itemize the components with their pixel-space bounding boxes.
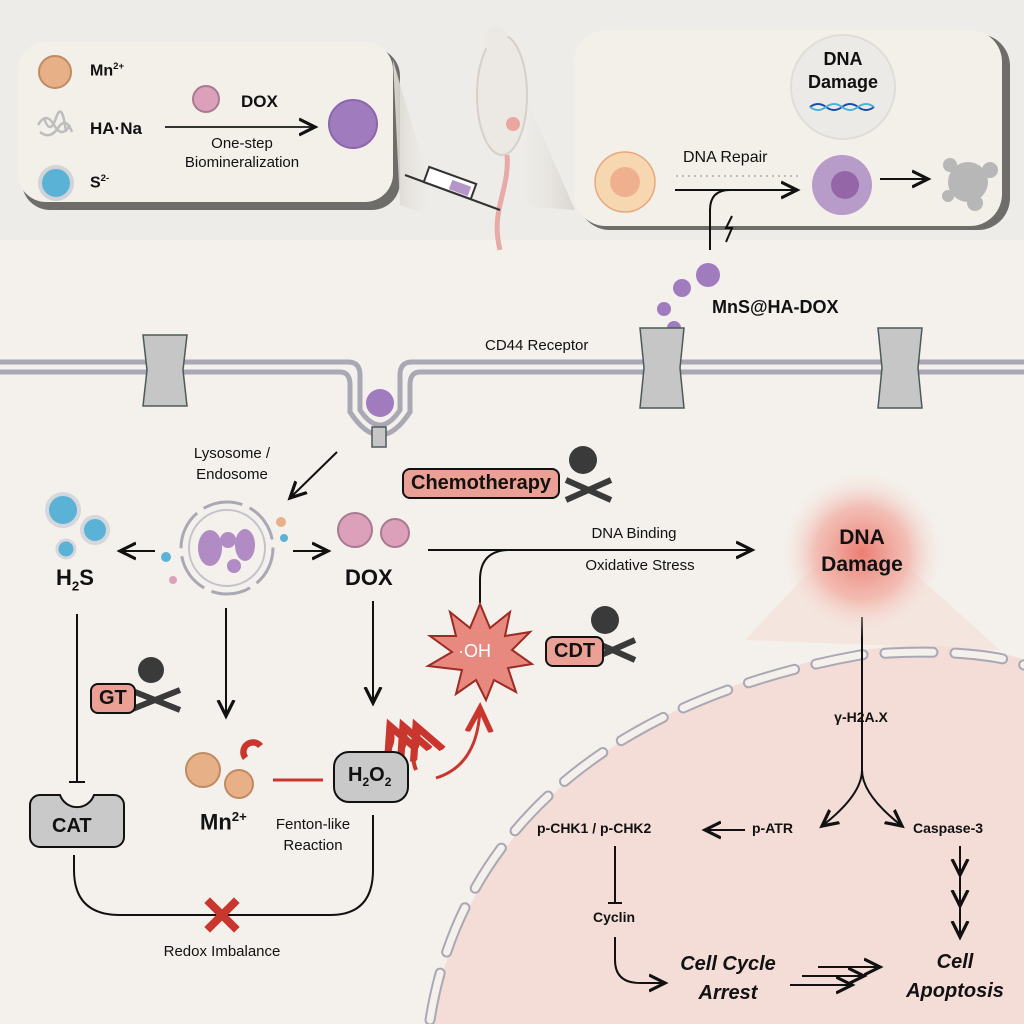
bubble-dna: DNA <box>823 49 863 69</box>
fenton-label-1: Fenton-like <box>275 816 351 833</box>
apoptosis-label-2: Apoptosis <box>906 980 1004 1002</box>
cyclin-label: Cyclin <box>592 909 636 925</box>
ingredient-s: S2- <box>90 173 110 192</box>
cat-label: CAT <box>52 815 92 837</box>
caspase-label: Caspase-3 <box>913 820 984 836</box>
fenton-label-2: Reaction <box>283 837 343 854</box>
cd44-receptor-icon <box>142 327 923 448</box>
magnet-icon <box>240 739 263 760</box>
redox-label: Redox Imbalance <box>163 943 281 960</box>
nanoparticle-product-icon <box>328 99 378 149</box>
redox-loop <box>73 815 374 916</box>
dox-label: DOX <box>345 565 393 590</box>
mouse-icon <box>476 26 528 251</box>
mechanism-panel <box>505 30 1010 250</box>
arrest-label-2: Arrest <box>698 982 758 1004</box>
hydroxyl-radical-burst <box>424 601 535 703</box>
oh-generation-arrow <box>435 708 480 780</box>
sulfide-ion-icon <box>38 165 74 201</box>
receptor-label: CD44 Receptor <box>485 337 589 354</box>
dna-damage-title-2: Damage <box>821 553 903 576</box>
h2s-label: H2S <box>56 565 94 594</box>
dna-binding-label: DNA Binding <box>591 525 677 542</box>
ingredient-ha: HA·Na <box>90 119 142 138</box>
patr-label: p-ATR <box>752 820 793 836</box>
mn-ions-icon <box>185 752 254 799</box>
apoptosis-label-1: Cell <box>936 951 974 973</box>
dox-molecule-icon <box>192 85 220 113</box>
dna-repair-label: DNA Repair <box>683 149 768 166</box>
oh-label: ·OH <box>458 641 491 661</box>
internalized-nanoparticle <box>366 389 394 417</box>
process-line1: One-step <box>211 135 273 152</box>
cdt-tag: CDT <box>545 636 605 667</box>
apoptotic-cell-icon <box>942 158 998 211</box>
h2o2-label: H2O2 <box>348 764 392 789</box>
gt-tag: GT <box>90 683 136 714</box>
dna-damage-glow <box>777 468 947 638</box>
hyaluronate-strand-icon <box>36 110 74 137</box>
lightning-icon <box>724 215 734 243</box>
dna-damage-title-1: DNA <box>839 526 885 549</box>
h2o2-box <box>333 751 409 803</box>
arrest-label-1: Cell Cycle <box>680 953 776 975</box>
manganese-ion-icon <box>38 55 72 89</box>
bubble-damage: Damage <box>807 72 879 92</box>
process-line2: Biomineralization <box>184 154 300 171</box>
inhibition-line-cat <box>69 614 85 783</box>
lysosome-label-2: Endosome <box>196 466 268 483</box>
reagent-dox: DOX <box>241 92 278 111</box>
synthesis-panel <box>18 42 440 220</box>
oxidative-stress-label: Oxidative Stress <box>585 557 695 574</box>
block-x-icon <box>204 897 240 933</box>
pchk-label: p-CHK1 / p-CHK2 <box>537 820 652 836</box>
ingredient-mn: Mn2+ <box>90 61 125 80</box>
h2ax-label: γ-H2A.X <box>834 709 888 725</box>
nanoparticle-stream <box>657 263 720 335</box>
dox-icon <box>337 512 410 548</box>
h2s-icon <box>45 492 110 560</box>
nanoparticle-label: MnS@HA-DOX <box>712 297 839 317</box>
lysosome-label-1: Lysosome / <box>193 445 271 462</box>
mn-label: Mn2+ <box>200 809 247 835</box>
catalase-shape <box>29 794 125 848</box>
lysosome-icon <box>161 500 288 596</box>
syringe-icon <box>404 165 501 211</box>
chemotherapy-tag: Chemotherapy <box>402 468 561 499</box>
